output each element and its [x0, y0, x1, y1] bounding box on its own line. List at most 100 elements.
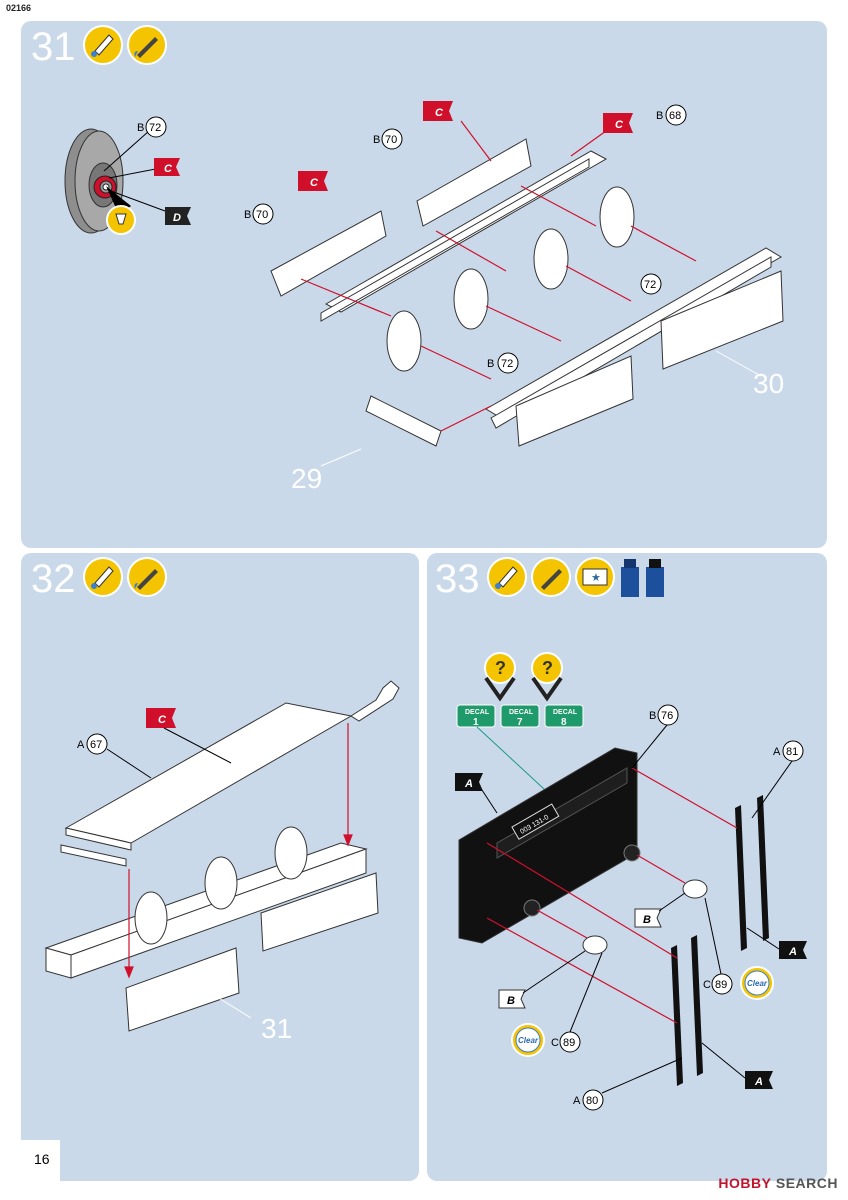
svg-text:B: B	[649, 710, 656, 722]
svg-text:A: A	[77, 739, 85, 751]
svg-text:72: 72	[644, 279, 656, 291]
svg-text:C: C	[615, 119, 624, 131]
step-number: 33	[435, 557, 480, 601]
svg-text:DECAL: DECAL	[553, 709, 578, 716]
kit-code: 02166	[6, 3, 32, 13]
svg-text:67: 67	[90, 739, 102, 751]
svg-text:DECAL: DECAL	[465, 709, 490, 716]
glue-drop-icon	[106, 205, 136, 235]
svg-text:Clear: Clear	[518, 1036, 539, 1045]
part-label-b72: B 72	[487, 352, 519, 374]
svg-text:C: C	[551, 1037, 559, 1049]
c-flag: C	[603, 113, 633, 133]
clear-bottle-icon	[646, 559, 664, 597]
a-flag: A	[745, 1071, 773, 1089]
brake-bracket	[270, 138, 532, 297]
callout-31: 31	[261, 1013, 292, 1044]
decal-tag: DECAL 7	[500, 704, 540, 728]
svg-text:C: C	[435, 107, 444, 119]
svg-text:A: A	[573, 1095, 581, 1107]
part-label-a67: A 67	[77, 733, 108, 755]
svg-text:B: B	[656, 110, 663, 122]
c-flag: C	[146, 708, 176, 728]
svg-text:72: 72	[149, 122, 161, 134]
clear-badge: Clear	[511, 1023, 545, 1057]
svg-text:A: A	[788, 946, 797, 958]
a-flag: A	[455, 773, 483, 791]
svg-text:B: B	[487, 358, 494, 370]
a-flag: A	[779, 941, 807, 959]
decal-tag: DECAL 8	[544, 704, 584, 728]
svg-text:B: B	[507, 995, 515, 1007]
part-label-b72: B 72	[137, 116, 167, 138]
assembly-arrows	[300, 120, 697, 432]
chassis	[44, 826, 368, 979]
svg-text:68: 68	[669, 110, 681, 122]
svg-text:80: 80	[586, 1095, 598, 1107]
glue-icon	[83, 25, 123, 65]
d-flag: D	[165, 207, 191, 225]
paint-brush-icon	[531, 557, 571, 597]
svg-text:B: B	[643, 914, 651, 926]
b-flag: B	[498, 989, 526, 1009]
decal-tray-icon: ★	[575, 557, 615, 597]
step-number: 31	[31, 25, 76, 69]
watermark: HOBBY SEARCH	[718, 1175, 838, 1191]
wheel	[386, 186, 635, 372]
svg-text:Clear: Clear	[747, 979, 768, 988]
decal-tag: DECAL 1	[456, 704, 496, 728]
c-flag: C	[154, 158, 180, 176]
svg-text:A: A	[464, 778, 473, 790]
bogie	[515, 270, 784, 447]
svg-text:89: 89	[563, 1037, 575, 1049]
c-flag: C	[298, 171, 328, 191]
glue-icon	[487, 557, 527, 597]
decal-soft-bottle-icon	[621, 559, 639, 597]
ladder	[671, 795, 769, 1086]
control-panel-part: 003 131-0	[458, 747, 641, 944]
svg-text:?: ?	[542, 658, 553, 678]
svg-text:B: B	[244, 209, 251, 221]
step-33-panel: 33 ★ ? ?	[427, 553, 827, 1181]
svg-text:89: 89	[715, 979, 727, 991]
part-label-72: 72	[640, 273, 662, 295]
svg-text:8: 8	[561, 717, 567, 728]
svg-text:A: A	[773, 746, 781, 758]
bogie	[125, 872, 379, 1032]
clear-badge: Clear	[740, 966, 774, 1000]
step-number: 32	[31, 557, 76, 601]
part-label-a81: A 81	[773, 740, 804, 762]
question-marker: ?	[531, 652, 563, 702]
paint-brush-icon	[127, 25, 167, 65]
frame-beams	[320, 150, 782, 429]
b-flag: B	[634, 908, 662, 928]
svg-text:1: 1	[473, 717, 479, 728]
step-33-illustration: ★ ? ? DECAL 1 DECAL 7	[455, 557, 807, 1111]
svg-text:81: 81	[786, 746, 798, 758]
question-marker: ?	[484, 652, 516, 702]
part-label-a80: A 80	[573, 1089, 604, 1111]
svg-text:76: 76	[661, 710, 673, 722]
step-31-illustration: C D C C C B 72 B 70 B	[64, 25, 784, 494]
lamp	[582, 879, 708, 955]
svg-text:C: C	[310, 177, 319, 189]
svg-text:70: 70	[256, 209, 268, 221]
part-label-b70: B 70	[244, 203, 274, 225]
part-label-b70: B 70	[373, 128, 403, 150]
wheel-detail	[64, 128, 124, 234]
callout-29: 29	[291, 463, 322, 494]
part-label-c89: C 89	[703, 973, 733, 995]
coupler-part	[365, 395, 442, 447]
paint-brush-icon	[127, 557, 167, 597]
part-label-b68: B 68	[656, 104, 687, 126]
glue-icon	[83, 557, 123, 597]
step-32-panel: 32	[21, 553, 419, 1181]
svg-text:?: ?	[495, 658, 506, 678]
page-number: 16	[0, 1140, 60, 1182]
svg-text:C: C	[164, 163, 173, 175]
svg-text:B: B	[373, 134, 380, 146]
part-label-b76: B 76	[649, 704, 679, 726]
c-flag: C	[423, 101, 453, 121]
svg-text:72: 72	[501, 358, 513, 370]
svg-text:C: C	[158, 714, 167, 726]
